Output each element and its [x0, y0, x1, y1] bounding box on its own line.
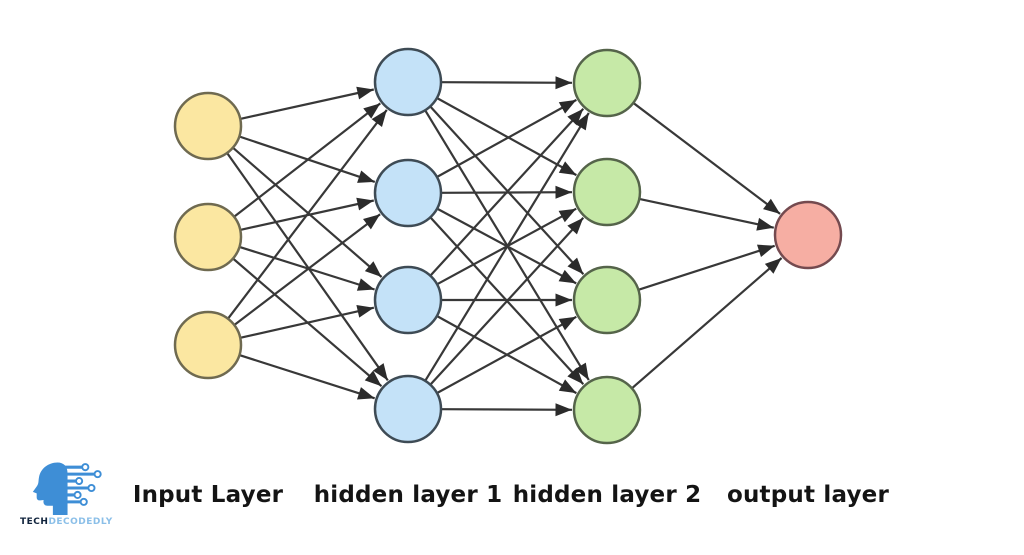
- hidden-layer-1-node: [373, 374, 443, 444]
- edge-input-layer-to-hidden-layer-1: [227, 109, 388, 320]
- hidden-layer-2-node: [572, 375, 642, 445]
- edge-input-layer-to-hidden-layer-1: [226, 152, 389, 382]
- edge-hidden-layer-1-to-hidden-layer-2: [429, 108, 585, 277]
- head-silhouette: [32, 462, 68, 515]
- head-circuit-icon: [32, 462, 102, 515]
- hidden-layer-1-node: [373, 158, 443, 228]
- edge-hidden-layer-2-to-output-layer: [632, 102, 781, 215]
- edge-input-layer-to-hidden-layer-1: [239, 304, 375, 339]
- hidden-layer-2-node: [572, 157, 642, 227]
- hidden-layer-2-node: [572, 48, 642, 118]
- brand-name: TECHDECODEDLY: [20, 517, 120, 527]
- brand-logo: TECHDECODEDLY: [20, 461, 120, 527]
- hidden-layer-1-node: [373, 47, 443, 117]
- edge-input-layer-to-hidden-layer-1: [239, 354, 376, 400]
- edge-input-layer-to-hidden-layer-1: [233, 102, 381, 218]
- brand-name-primary: TECH: [20, 517, 49, 527]
- input-layer-node: [173, 91, 243, 161]
- edge-input-layer-to-hidden-layer-1: [239, 86, 375, 120]
- edge-hidden-layer-1-to-hidden-layer-2: [440, 403, 573, 417]
- edge-input-layer-to-hidden-layer-1: [239, 245, 375, 291]
- edge-input-layer-to-hidden-layer-1: [233, 213, 381, 326]
- circuit-traces: [59, 463, 102, 506]
- edge-hidden-layer-1-to-hidden-layer-2: [436, 97, 577, 177]
- brand-name-secondary: DECODEDLY: [48, 517, 113, 527]
- edge-hidden-layer-1-to-hidden-layer-2: [429, 217, 585, 386]
- hidden-layer-1-node: [373, 265, 443, 335]
- hidden-layer-2-node: [572, 265, 642, 335]
- input-layer-node: [173, 310, 243, 380]
- edge-hidden-layer-2-to-output-layer: [639, 197, 775, 231]
- input-layer-node: [173, 202, 243, 272]
- edge-input-layer-to-hidden-layer-1: [232, 146, 383, 278]
- edge-hidden-layer-2-to-output-layer: [638, 244, 776, 291]
- edge-hidden-layer-1-to-hidden-layer-2: [440, 76, 573, 90]
- edge-hidden-layer-1-to-hidden-layer-2: [436, 315, 577, 395]
- output-layer-node: [773, 200, 843, 270]
- edge-hidden-layer-2-to-output-layer: [631, 257, 783, 390]
- edge-hidden-layer-1-to-hidden-layer-2: [424, 112, 590, 382]
- edge-hidden-layer-1-to-hidden-layer-2: [436, 98, 577, 178]
